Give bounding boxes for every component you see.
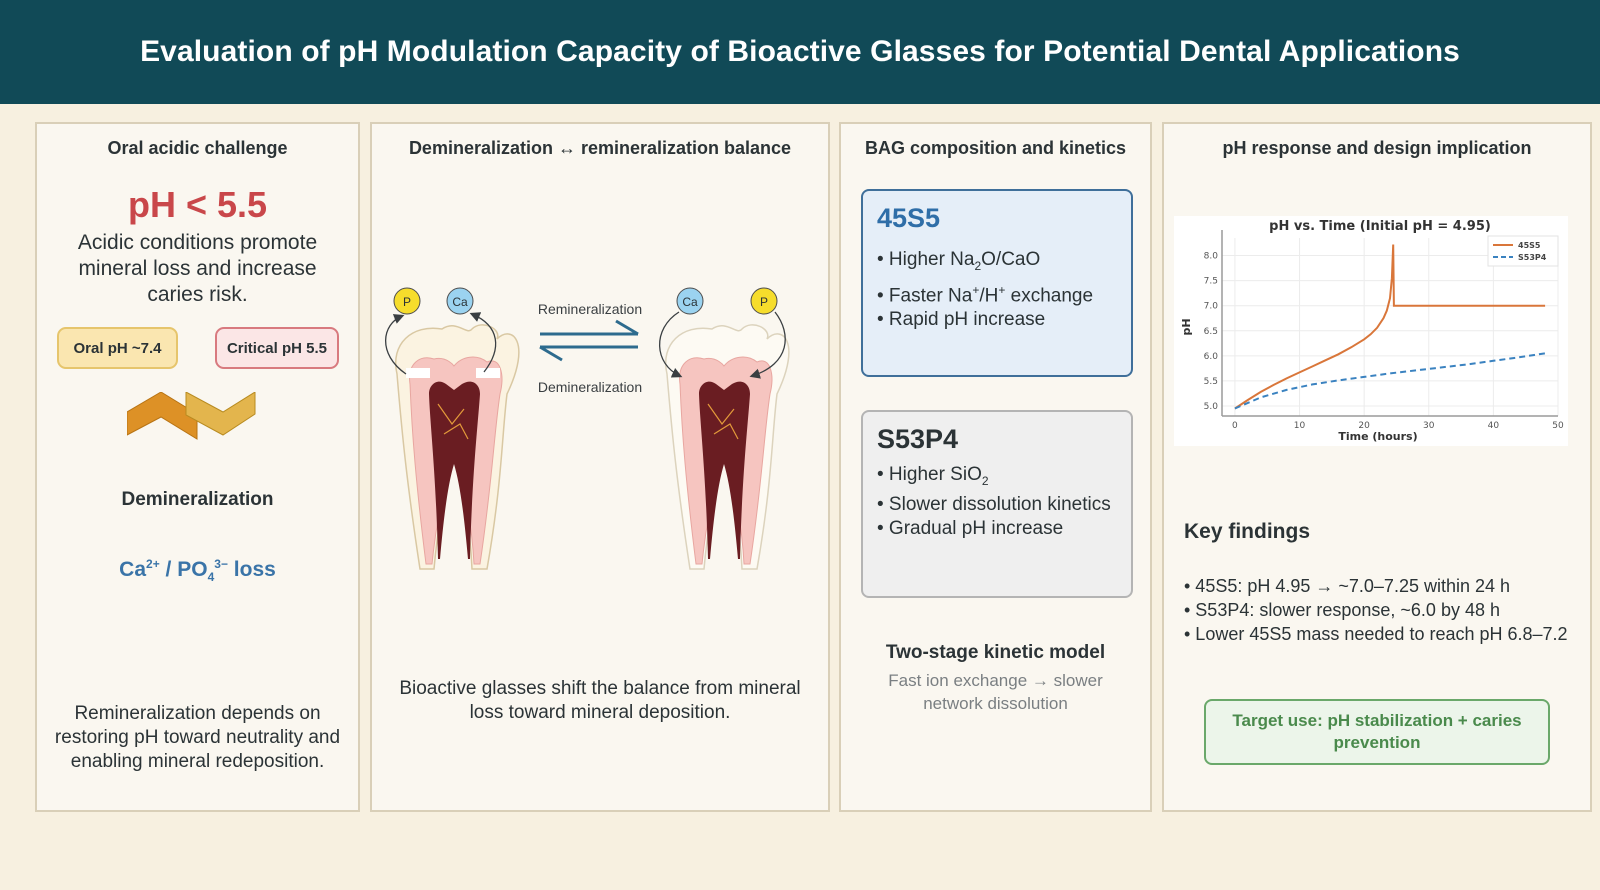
- x-tick-label: 40: [1488, 421, 1500, 431]
- x-tick-label: 50: [1552, 421, 1564, 431]
- card-title: S53P4: [877, 424, 959, 454]
- phosphate-ion-icon: [750, 287, 778, 315]
- y-axis-label: pH: [1180, 318, 1193, 335]
- card-item: • Rapid pH increase: [877, 309, 1046, 331]
- calcium-ion-icon: [446, 287, 474, 315]
- panel-title: BAG composition and kinetics: [864, 138, 1127, 158]
- svg-text:Ca: Ca: [452, 295, 468, 309]
- y-tick-label: 7.0: [1204, 302, 1219, 312]
- legend-box: [1487, 235, 1559, 267]
- chart-title: pH vs. Time (Initial pH = 4.95): [1269, 219, 1491, 234]
- phosphate-ion-icon: [393, 287, 421, 315]
- y-tick-label: 7.5: [1204, 277, 1218, 287]
- x-tick-label: 10: [1294, 421, 1306, 431]
- card-item: • Slower dissolution kinetics: [877, 493, 1111, 515]
- remineralization-note: Remineralization depends on restoring pH…: [54, 703, 341, 772]
- finding-item: • Lower 45S5 mass needed to reach pH 6.8…: [1184, 624, 1568, 644]
- ph-chart-container: 0 10 20 30 40 50 5.0 5.5 6.0 6.5 7.0 7.5 8.0 pH vs. T…: [1174, 216, 1568, 446]
- x-tick-label: 30: [1423, 421, 1435, 431]
- page-title: Evaluation of pH Modulation Capacity of …: [140, 35, 1460, 68]
- card-title: 45S5: [877, 203, 941, 233]
- remineralization-arrow-label: Remineralization: [538, 301, 642, 317]
- demineralization-arrow-label: Demineralization: [538, 379, 642, 395]
- card-s53p4: S53P4 • Higher SiO2 • Slower dissolution…: [861, 410, 1133, 598]
- finding-item: • S53P4: slower response, ~6.0 by 48 h: [1184, 600, 1500, 620]
- key-findings-list: • 45S5: pH 4.95 → ~7.0–7.25 within 24 h …: [1184, 574, 1582, 646]
- left-tooth: P Ca: [384, 287, 520, 570]
- card-item: • Higher SiO2: [877, 464, 989, 488]
- series-line-s53p4: [1234, 352, 1546, 410]
- ph-threshold: pH < 5.5: [127, 184, 268, 225]
- legend-label: 45S5: [1518, 241, 1541, 250]
- svg-text:P: P: [760, 295, 768, 309]
- x-axis-label: Time (hours): [1338, 430, 1417, 443]
- tooth-equilibrium-diagram: P Ca Remineralization Demineralization C…: [384, 287, 790, 570]
- panel-balance: Demineralization ↔ remineralization bala…: [370, 122, 830, 812]
- finding-item: • 45S5: pH 4.95 → ~7.0–7.25 within 24 h: [1184, 576, 1511, 596]
- ph-vs-time-chart: 0 10 20 30 40 50 5.0 5.5 6.0 6.5 7.0 7.5 8.0 pH vs. T…: [1180, 219, 1564, 443]
- panel-title: Demineralization ↔ remineralization bala…: [408, 138, 792, 158]
- legend-label: S53P4: [1518, 253, 1547, 262]
- y-tick-label: 5.0: [1204, 402, 1219, 412]
- x-tick-label: 20: [1358, 421, 1370, 431]
- panel-bag-composition: BAG composition and kinetics 45S5 • High…: [839, 122, 1152, 812]
- acidic-description: Acidic conditions promote mineral loss a…: [77, 231, 318, 306]
- target-use-badge: Target use: pH stabilization + caries pr…: [1204, 699, 1550, 765]
- header-banner: Evaluation of pH Modulation Capacity of …: [0, 0, 1600, 104]
- calcium-ion-icon: [676, 287, 704, 315]
- svg-text:P: P: [403, 295, 411, 309]
- series-line-45s5: [1234, 244, 1546, 410]
- y-tick-label: 6.5: [1204, 327, 1218, 337]
- balance-note: Bioactive glasses shift the balance from…: [399, 678, 801, 723]
- kinetic-model-description: Fast ion exchange → slower network disso…: [888, 671, 1103, 713]
- panel-title: pH response and design implication: [1222, 138, 1532, 158]
- card-45s5: 45S5 • Higher Na2O/CaO • Faster Na+/H+ e…: [861, 189, 1133, 377]
- x-tick-label: 0: [1232, 421, 1238, 431]
- y-tick-label: 8.0: [1204, 252, 1219, 262]
- kinetic-model-title: Two-stage kinetic model: [885, 642, 1106, 663]
- critical-ph-badge: Critical pH 5.5: [215, 327, 339, 369]
- ion-loss-label: Ca2+ / PO43− loss: [119, 557, 276, 585]
- demineralization-label: Demineralization: [121, 489, 274, 510]
- card-item: • Higher Na2O/CaO: [877, 249, 1041, 273]
- panel-title: Oral acidic challenge: [107, 138, 288, 158]
- svg-text:Ca: Ca: [682, 295, 698, 309]
- panel-ph-response: pH response and design implication 0 10 20…: [1162, 122, 1592, 812]
- y-tick-label: 5.5: [1204, 377, 1218, 387]
- key-findings-title: Key findings: [1184, 520, 1311, 543]
- oral-ph-badge: Oral pH ~7.4: [57, 327, 178, 369]
- panel-oral-acidic-challenge: Oral acidic challenge pH < 5.5 Acidic co…: [35, 122, 360, 812]
- equilibrium-arrows-icon: [539, 319, 639, 362]
- zigzag-chevrons-icon: [127, 392, 256, 440]
- right-tooth: Ca P: [658, 287, 790, 570]
- card-item: • Gradual pH increase: [877, 517, 1064, 539]
- card-item: • Faster Na+/H+ exchange: [877, 282, 1094, 307]
- y-tick-label: 6.0: [1204, 352, 1219, 362]
